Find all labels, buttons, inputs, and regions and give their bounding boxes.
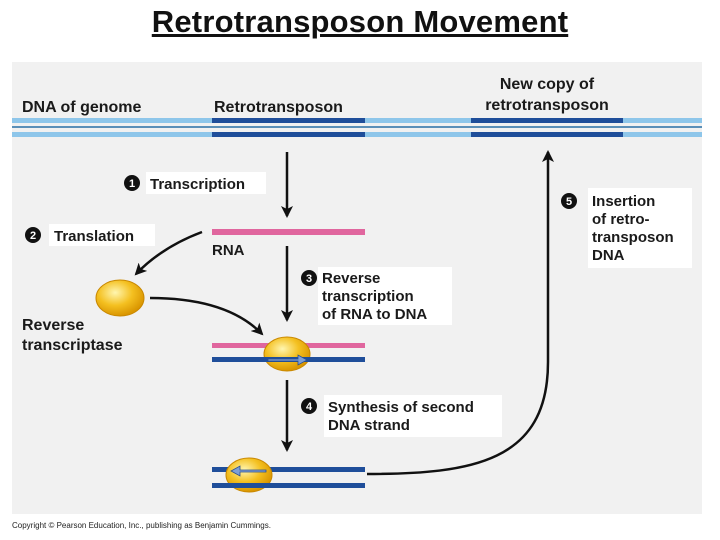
reverse-transcriptase-enzyme [95,279,145,317]
step-3-number-badge [301,270,317,286]
step-3-number: 3 [306,273,312,285]
step-2-label: Translation [54,228,134,245]
step-5-label-line3: transposon [592,229,674,246]
step-5-label-line4: DNA [592,247,625,264]
rna-label: RNA [212,242,245,259]
step-4-label-line1: Synthesis of second [328,399,474,416]
copyright-credit: Copyright © Pearson Education, Inc., pub… [12,521,271,530]
step-4: 4 Synthesis of second DNA strand [301,395,502,437]
retrotransposon-segment-lower [212,132,365,137]
step-3-label-box [318,267,452,325]
step-5-label-line2: of retro- [592,211,650,228]
enzyme-binding-arrow [149,296,264,336]
synthesis-direction-arrow-left [230,465,267,477]
step-5-label-box [588,188,692,268]
double-stranded-dna-copy [212,457,365,493]
step-1-number-badge [124,175,140,191]
reverse-transcriptase-label-line2: transcriptase [22,337,123,354]
insertion-arrow [366,150,554,476]
retrotransposon-segment [212,118,365,123]
step-3-label-line1: Reverse [322,270,380,287]
step-1: 1 Transcription [124,172,266,194]
retrotransposon-diagram: DNA of genome Retrotransposon New copy o… [12,76,702,493]
step-1-label: Transcription [150,176,245,193]
step-3-label-line3: of RNA to DNA [322,306,427,323]
rna-strand [212,229,365,235]
step-5-label-line1: Insertion [592,193,655,210]
genome-dna-midline [12,126,702,128]
step-5-number-badge [561,193,577,209]
new-copy-segment [471,118,623,123]
step-3: 3 Reverse transcription of RNA to DNA [301,267,452,325]
translation-arrow [134,230,203,276]
reverse-transcriptase-label-line1: Reverse [22,317,84,334]
rna-dna-hybrid [212,336,365,372]
step-2-number: 2 [30,230,36,242]
new-copy-label-line2: retrotransposon [485,97,609,114]
step-2: 2 Translation [25,224,155,246]
dna-of-genome-label: DNA of genome [22,99,142,116]
figure-panel: DNA of genome Retrotransposon New copy o… [12,62,702,514]
step-2-label-box [49,224,155,246]
step-5: 5 Insertion of retro- transposon DNA [561,188,692,268]
genome-dna [12,118,702,137]
new-copy-segment-lower [471,132,623,137]
ds-dna-bottom-strand [212,483,365,488]
slide-title: Retrotransposon Movement [151,4,569,39]
step-2-number-badge [25,227,41,243]
step-4-number-badge [301,398,317,414]
step-1-number: 1 [129,178,135,190]
step-4-number: 4 [306,401,313,413]
new-copy-label-line1: New copy of [500,76,595,93]
synthesis-direction-arrow-right [267,354,308,366]
step-4-label-box [324,395,502,437]
step-4-label-line2: DNA strand [328,417,410,434]
retrotransposon-label: Retrotransposon [214,99,343,116]
step-5-number: 5 [566,196,572,208]
hybrid-enzyme [263,336,311,372]
step-1-label-box [146,172,266,194]
step-3-label-line2: transcription [322,288,414,305]
ds-dna-top-strand [212,467,365,472]
